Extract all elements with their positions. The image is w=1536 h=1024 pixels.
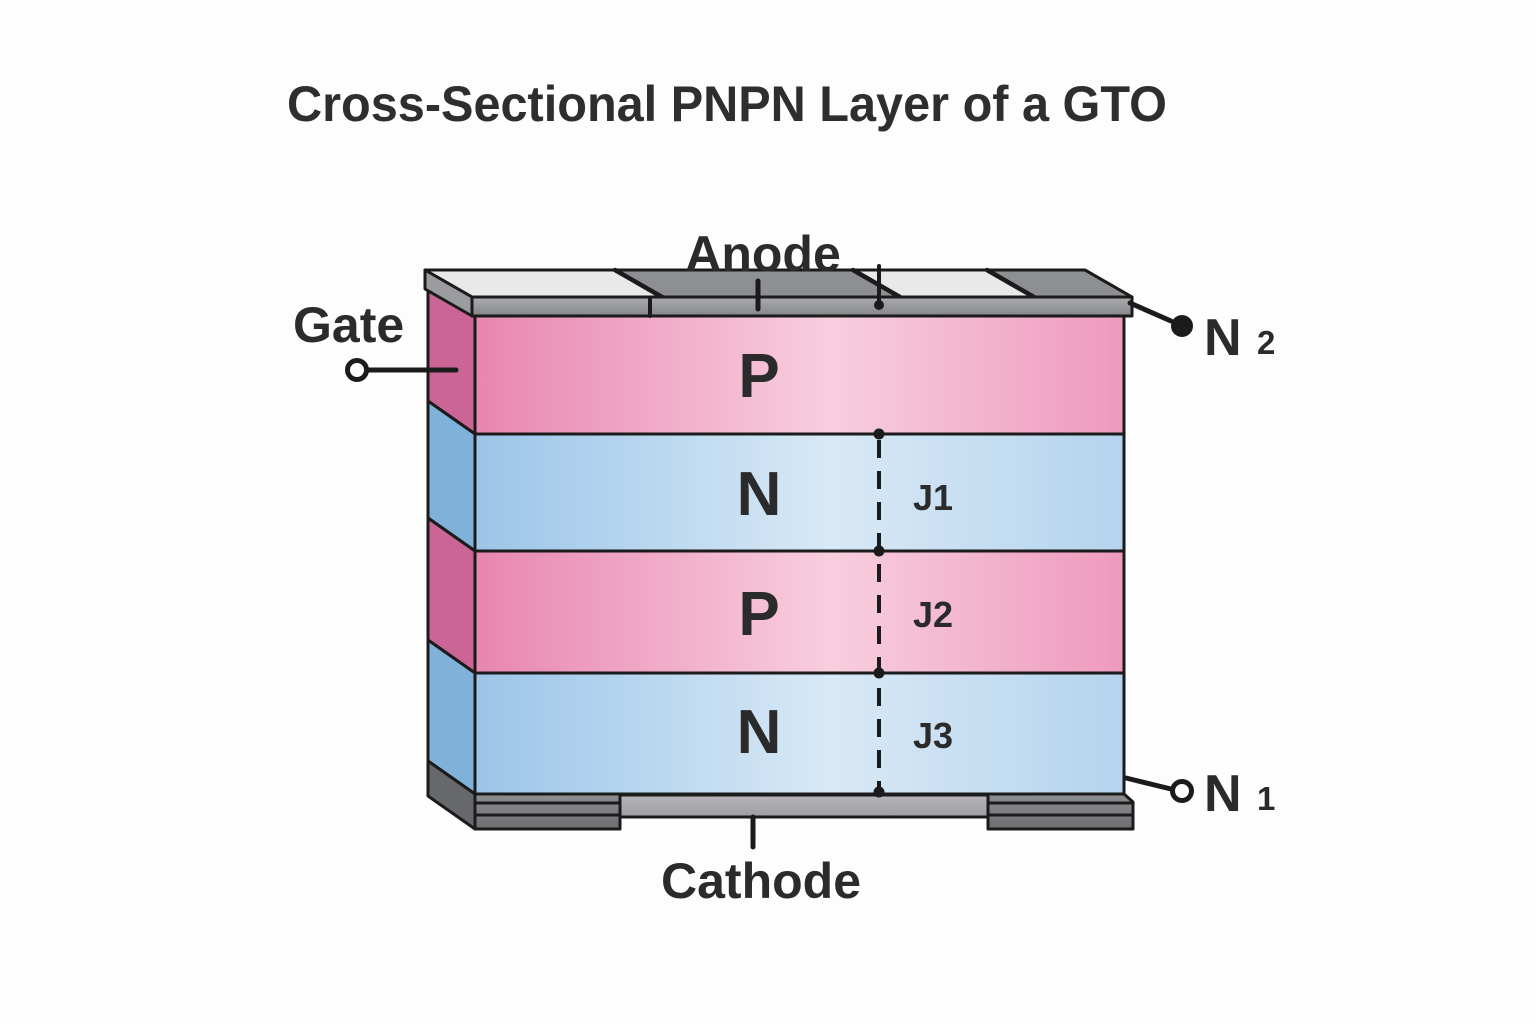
layer-letter-p1: P xyxy=(738,342,779,411)
anode-plate-segment-divider-1 xyxy=(612,267,665,300)
cathode-right-stack xyxy=(986,792,1135,831)
layer-letter-n1: N xyxy=(737,460,782,529)
p-layer-lower-front-face xyxy=(473,549,1126,675)
n1-lead-line xyxy=(1123,775,1174,792)
n1-terminal-label: N xyxy=(1204,765,1242,823)
anode-plate-top-light-segment-right xyxy=(853,270,1034,297)
n-layer-upper-front-face xyxy=(473,432,1126,553)
n1-terminal-subscript: 1 xyxy=(1257,780,1275,817)
n2-terminal-subscript: 2 xyxy=(1257,324,1275,361)
junction-dot-j2 xyxy=(873,545,885,557)
n-layer-cathode-front-face xyxy=(473,671,1126,796)
cathode-metal xyxy=(426,759,1135,831)
junction-dot-bottom xyxy=(873,786,885,798)
connections xyxy=(345,278,1194,850)
anode-plate-front-face xyxy=(470,295,1134,318)
n2-terminal-dot-icon xyxy=(1171,315,1193,337)
anode-label: Anode xyxy=(685,226,841,282)
cathode-left-stack xyxy=(473,792,622,831)
cathode-middle-bar xyxy=(618,793,990,819)
diagram-title: Cross-Sectional PNPN Layer of a GTO xyxy=(287,76,1167,132)
anode-plate-segment-divider-3 xyxy=(984,267,1037,300)
n2-terminal-label: N xyxy=(1204,309,1242,367)
layer-letter-n2: N xyxy=(737,698,782,767)
p-layer-anode-front-face xyxy=(473,314,1126,436)
junction-line xyxy=(873,428,885,798)
anode-plate-segment-divider-2 xyxy=(850,267,903,300)
junction-dot-j1 xyxy=(873,428,885,440)
anode-plate xyxy=(423,264,1134,318)
n1-terminal-circle-icon xyxy=(1170,779,1194,803)
junction-dot-j3 xyxy=(873,667,885,679)
junction-label-j1: J1 xyxy=(913,477,953,518)
junction-line-top-dot xyxy=(874,300,884,310)
gate-terminal-circle-icon xyxy=(345,358,369,382)
cathode-label: Cathode xyxy=(661,853,861,909)
junction-label-j3: J3 xyxy=(913,715,953,756)
layer-stack xyxy=(426,281,1126,796)
anode-plate-left-cap xyxy=(423,268,474,318)
n2-lead-line xyxy=(1127,300,1174,324)
anode-plate-top-light-segment-left xyxy=(425,270,662,297)
layer-letter-p2: P xyxy=(738,580,779,649)
gate-label: Gate xyxy=(293,297,404,353)
junction-label-j2: J2 xyxy=(913,594,953,635)
